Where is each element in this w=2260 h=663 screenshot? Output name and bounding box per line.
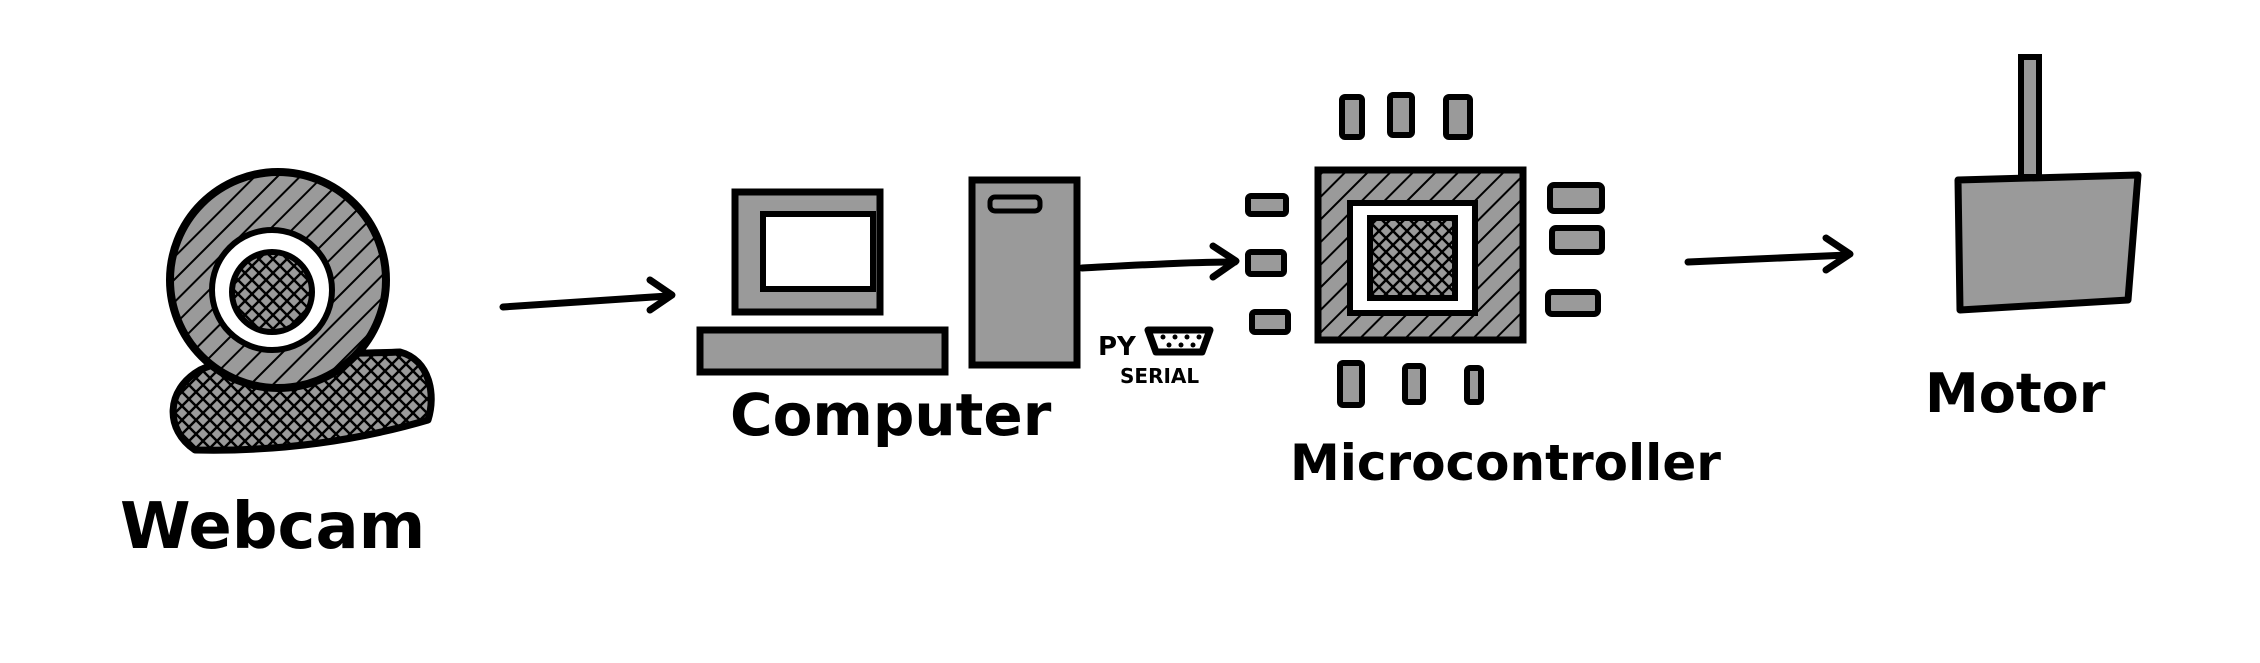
webcam-icon [166,168,435,454]
pyserial-label-top: PY [1098,332,1137,362]
motor-shaft [2018,54,2042,180]
computer-label: Computer [730,381,1052,449]
serial-port-icon [1144,326,1214,356]
computer-keyboard [696,326,949,376]
computer-screen [760,211,876,292]
microcontroller-label: Microcontroller [1290,434,1721,492]
microcontroller-die [1367,215,1458,301]
webcam-label: Webcam [120,490,425,564]
arrow-computer-to-microcontroller [1078,242,1240,281]
motor-body [1954,171,2142,314]
pyserial-label-bottom: SERIAL [1120,364,1199,388]
webcam-lens [229,249,315,335]
motor-label: Motor [1925,362,2106,425]
arrow-webcam-to-computer [499,276,676,314]
motor-icon [1954,54,2142,314]
microcontroller-icon [1245,92,1605,408]
arrow-microcontroller-to-motor [1684,234,1854,274]
computer-icon [696,176,1081,376]
